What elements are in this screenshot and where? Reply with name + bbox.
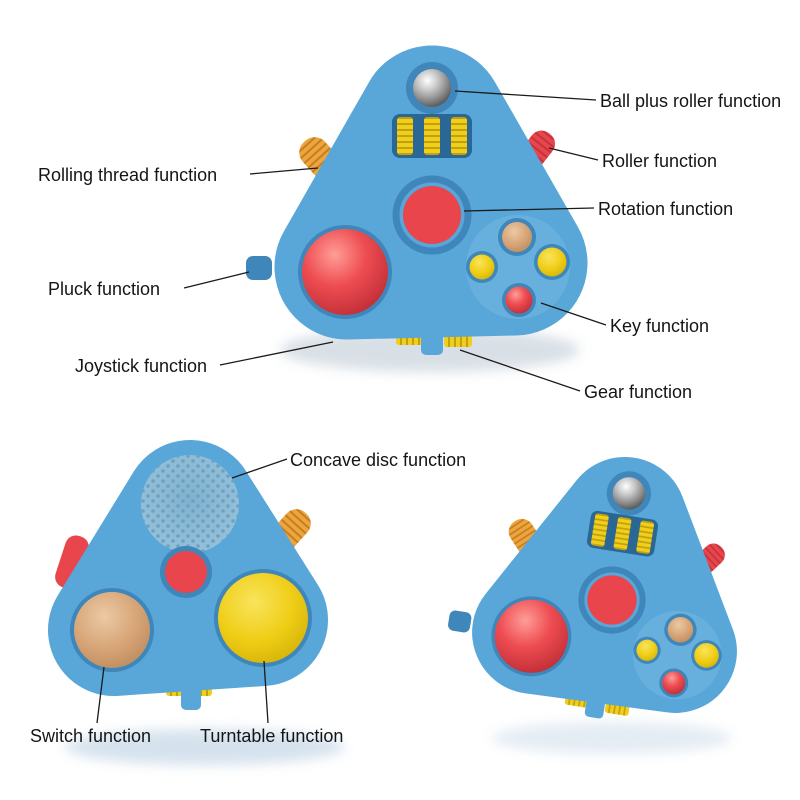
label-key: Key function bbox=[610, 316, 710, 336]
fidget-pad-back-view bbox=[48, 440, 328, 710]
label-rolling-thread: Rolling thread function bbox=[38, 165, 218, 185]
label-ball-plus-roller: Ball plus roller function bbox=[600, 91, 782, 111]
leader-key bbox=[540, 302, 607, 326]
leader-switch bbox=[96, 666, 105, 724]
shadow-right-toy bbox=[492, 722, 732, 754]
leader-joystick bbox=[219, 341, 334, 366]
leader-pluck bbox=[183, 271, 250, 289]
fidget-pad-top-view bbox=[246, 62, 570, 355]
label-gear: Gear function bbox=[584, 382, 693, 402]
label-rotation: Rotation function bbox=[598, 199, 734, 219]
label-turntable: Turntable function bbox=[200, 726, 344, 746]
side-clip bbox=[55, 535, 89, 589]
leader-gear bbox=[459, 349, 581, 392]
concave-disc-texture bbox=[141, 455, 239, 553]
leader-rolling-thread bbox=[249, 167, 319, 175]
leader-lines bbox=[96, 90, 607, 724]
label-switch: Switch function bbox=[30, 726, 152, 746]
label-roller: Roller function bbox=[602, 151, 718, 171]
fidget-pad-bottom-right-view bbox=[437, 447, 748, 736]
label-concave-disc: Concave disc function bbox=[290, 450, 467, 470]
label-joystick: Joystick function bbox=[75, 356, 208, 376]
switch-button bbox=[74, 592, 150, 668]
turntable-disc bbox=[218, 573, 308, 663]
shadow-back-toy bbox=[65, 729, 345, 765]
leader-ball-plus-roller bbox=[454, 90, 597, 101]
center-red-disc bbox=[165, 551, 207, 593]
leader-turntable bbox=[263, 660, 269, 724]
leader-concave-disc bbox=[231, 458, 288, 479]
label-pluck: Pluck function bbox=[48, 279, 161, 299]
leader-roller bbox=[548, 147, 599, 161]
leader-rotation bbox=[463, 207, 595, 212]
